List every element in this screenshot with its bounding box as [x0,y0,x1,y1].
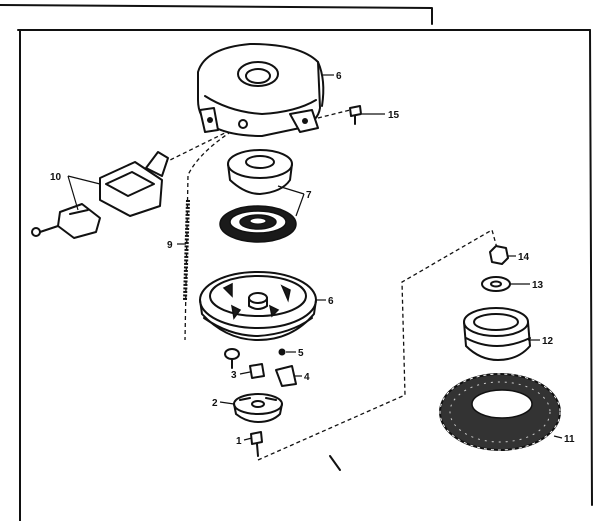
callout-12: 12 [542,336,554,347]
spring-cover [227,149,293,195]
recoil-spring [219,205,297,243]
callout-5: 5 [298,348,304,359]
callout-13: 13 [532,280,544,291]
callout-14: 14 [518,252,530,263]
pawl [275,365,297,387]
frame-lines [0,4,593,521]
starter-housing [197,43,325,137]
callout-10: 10 [50,172,62,183]
callout-3: 3 [231,370,237,381]
callout-1: 1 [236,436,242,447]
rotating-screen [439,373,561,451]
handle-clip [57,203,101,239]
callout-labels: 1 2 3 4 5 6 6 7 9 10 11 12 13 14 15 [50,71,575,447]
callout-15: 15 [388,110,400,121]
callout-2: 2 [212,398,218,409]
callout-11: 11 [564,434,575,445]
callout-6-housing: 6 [336,71,342,82]
small-screw [278,348,286,356]
nut [489,245,509,265]
washer [481,276,511,292]
screw-part-15 [349,105,362,125]
starter-rope [183,199,190,301]
starter-handle [99,151,169,217]
callout-9: 9 [167,240,173,251]
callout-4: 4 [304,372,310,383]
callout-7: 7 [306,190,312,201]
starter-cup [463,307,531,361]
ratchet [233,393,283,423]
leader-lines [67,74,563,441]
pulley [199,271,317,341]
callout-6-pulley: 6 [328,296,334,307]
clip-screw [31,225,59,237]
retainer-screw [224,348,265,379]
center-bolt [250,431,263,457]
